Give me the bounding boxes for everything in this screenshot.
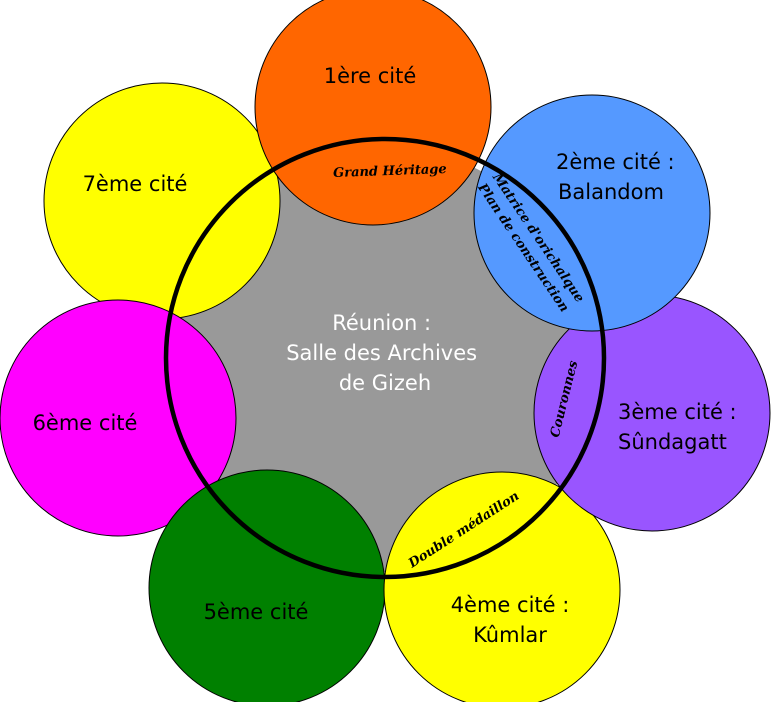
city-5-circle <box>148 469 386 702</box>
center-label: Réunion : Salle des Archives de Gizeh <box>286 311 484 395</box>
city-4-label: 4ème cité :Kûmlar <box>451 593 570 647</box>
city-4-circle <box>383 471 621 702</box>
city-1-label: 1ère cité <box>324 64 417 88</box>
city-3-label: 3ème cité :Sûndagatt <box>618 400 737 454</box>
link-grand-heritage: Grand Héritage <box>333 162 447 181</box>
meeting-ring <box>163 136 607 580</box>
city-5-label: 5ème cité <box>204 600 309 624</box>
city-1-circle <box>254 0 492 226</box>
city-2-label: 2ème cité :Balandom <box>556 150 675 204</box>
city-7-label: 7ème cité <box>83 172 188 196</box>
city-6-circle <box>0 299 237 537</box>
city-2-circle <box>473 94 711 332</box>
city-6-label: 6ème cité <box>33 411 138 435</box>
city-7-circle <box>43 82 281 320</box>
